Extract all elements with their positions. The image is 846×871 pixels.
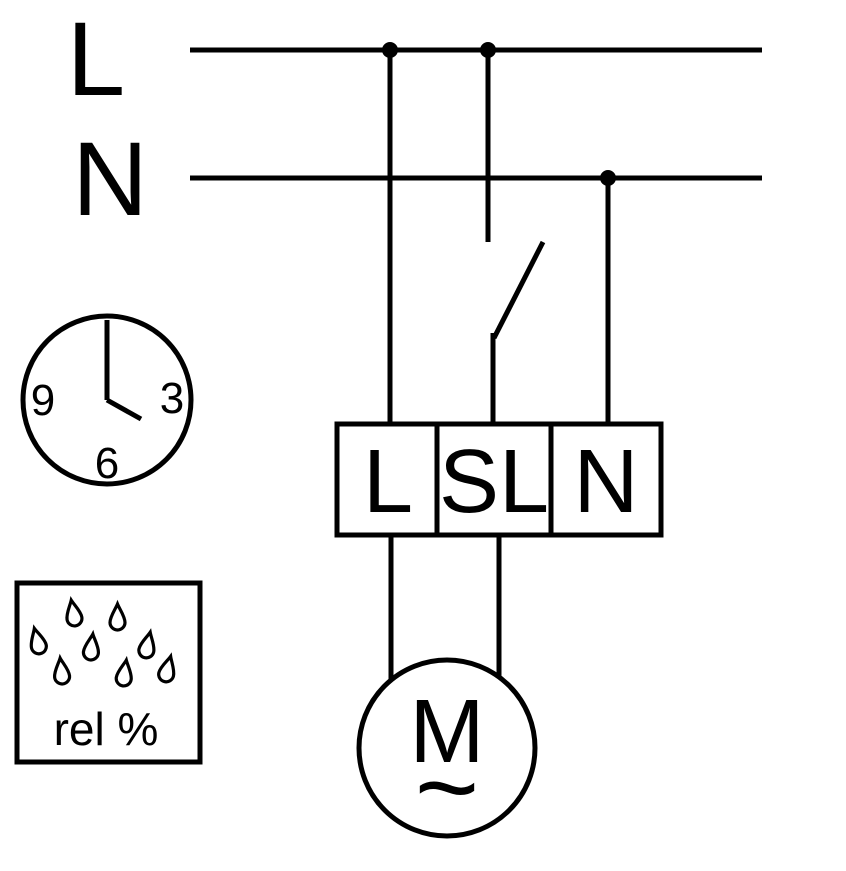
supply-n-label: N — [72, 121, 148, 238]
motor-circle — [356, 657, 538, 839]
terminal-label-n: N — [574, 432, 639, 532]
motor-symbol-icon: M ~ — [356, 657, 538, 849]
motor-ac-symbol: ~ — [415, 726, 479, 849]
clock-icon: 9 3 6 — [20, 313, 194, 488]
raindrop-icon — [157, 652, 176, 684]
raindrop-icon — [137, 628, 156, 660]
switch-contact-icon — [490, 240, 546, 424]
terminal-label-l: L — [363, 432, 413, 532]
motor-letter: M — [410, 682, 485, 782]
terminal-label-sl: SL — [439, 432, 549, 532]
humidity-icon: rel % — [14, 580, 203, 765]
terminal-cell-l — [334, 421, 440, 538]
clock-hand-hour — [105, 397, 143, 422]
terminal-cell-n — [548, 421, 664, 538]
switch-blade — [491, 240, 546, 340]
raindrop-icon — [108, 599, 127, 632]
raindrop-icon — [29, 624, 48, 656]
raindrop-icon — [81, 629, 100, 662]
clock-number-6: 6 — [95, 439, 119, 488]
raindrop-icon — [114, 655, 133, 688]
terminal-block: L SL N — [334, 421, 664, 538]
humidity-label: rel % — [54, 703, 159, 755]
raindrop-icon — [53, 653, 72, 686]
clock-number-9: 9 — [31, 376, 55, 425]
terminal-cell-sl — [434, 421, 554, 538]
raindrop-icon — [65, 595, 84, 628]
clock-number-3: 3 — [160, 374, 184, 423]
supply-l-label: L — [67, 1, 125, 118]
supply-lines — [190, 42, 762, 186]
